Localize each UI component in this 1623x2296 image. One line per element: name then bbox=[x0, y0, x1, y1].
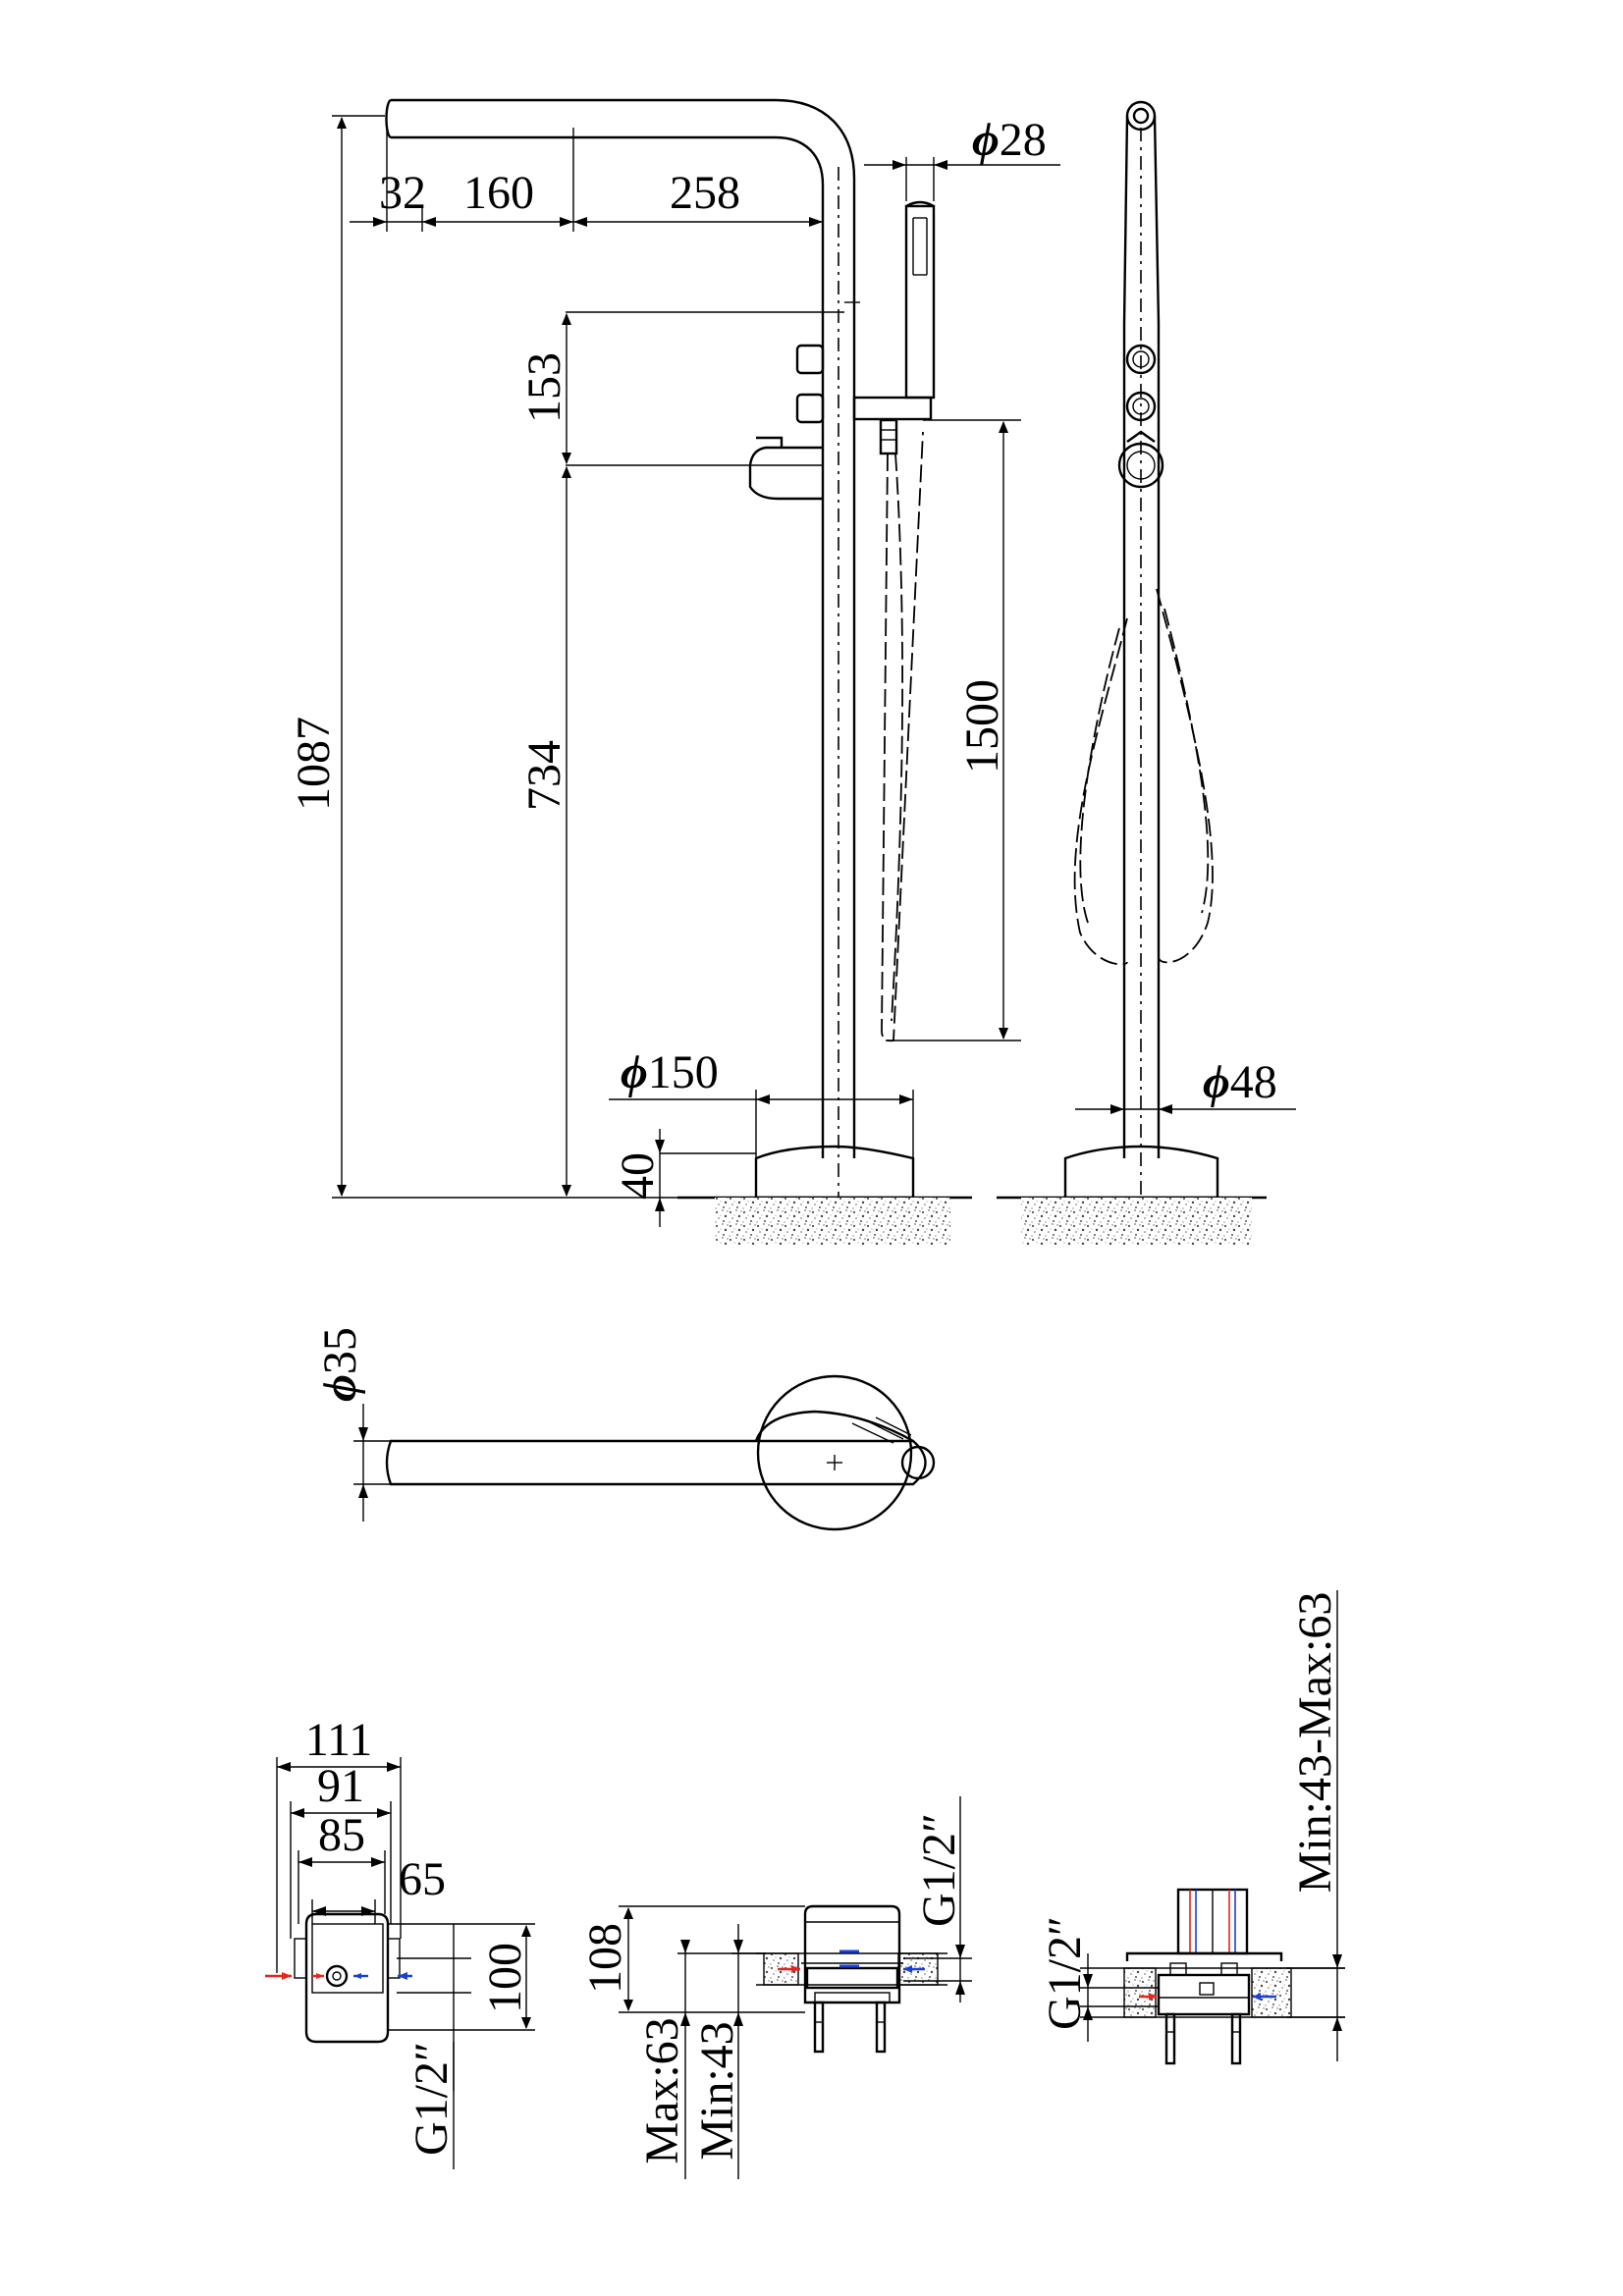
dim-side-max: Max:63 bbox=[636, 2017, 688, 2163]
box-front-view: 111 91 85 65 100 G1/2″ bbox=[265, 1714, 535, 2169]
front-view bbox=[385, 98, 972, 1245]
dim-hose-length: 1500 bbox=[956, 679, 1008, 774]
dim-spout-tip: 32 bbox=[379, 167, 426, 219]
dim-side-min: Min:43 bbox=[691, 2021, 743, 2160]
dim-thread-right: G1/2″ bbox=[1039, 1916, 1091, 2030]
dim-thread-side: G1/2″ bbox=[913, 1813, 965, 1927]
dim-base-height: 40 bbox=[612, 1152, 664, 1200]
dim-box-w2: 91 bbox=[317, 1760, 364, 1812]
dim-thread: G1/2″ bbox=[406, 2042, 458, 2156]
dim-spout-reach: 258 bbox=[670, 167, 740, 219]
dim-spout-body-height: 734 bbox=[518, 740, 570, 811]
dim-side-h: 108 bbox=[579, 1923, 631, 1994]
installed-view: G1/2″ Min:43-Max:63 bbox=[1039, 1590, 1345, 2065]
dim-box-h: 100 bbox=[479, 1943, 531, 2013]
dim-body-dia: ϕ48 bbox=[1203, 1056, 1277, 1108]
box-side-view: 108 Max:63 Min:43 G1/2″ bbox=[579, 1796, 972, 2179]
dim-box-w3: 85 bbox=[318, 1809, 365, 1861]
front-dimensions: 1087 32 160 258 ϕ28 153 734 1500 bbox=[288, 114, 1060, 1227]
dim-box-w1: 111 bbox=[305, 1714, 372, 1766]
dim-base-dia: ϕ150 bbox=[621, 1046, 719, 1098]
dim-spout-dia: ϕ35 bbox=[314, 1327, 366, 1402]
dim-box-w4: 65 bbox=[399, 1853, 446, 1905]
side-view: ϕ48 bbox=[997, 100, 1296, 1245]
dim-handle-gap: 153 bbox=[518, 352, 570, 423]
dim-handshower-dia: ϕ28 bbox=[972, 114, 1047, 166]
dim-total-height: 1087 bbox=[288, 717, 340, 811]
dim-range: Min:43-Max:63 bbox=[1289, 1592, 1341, 1894]
top-view: ϕ35 bbox=[314, 1327, 936, 1531]
dim-spout-mid: 160 bbox=[463, 167, 534, 219]
